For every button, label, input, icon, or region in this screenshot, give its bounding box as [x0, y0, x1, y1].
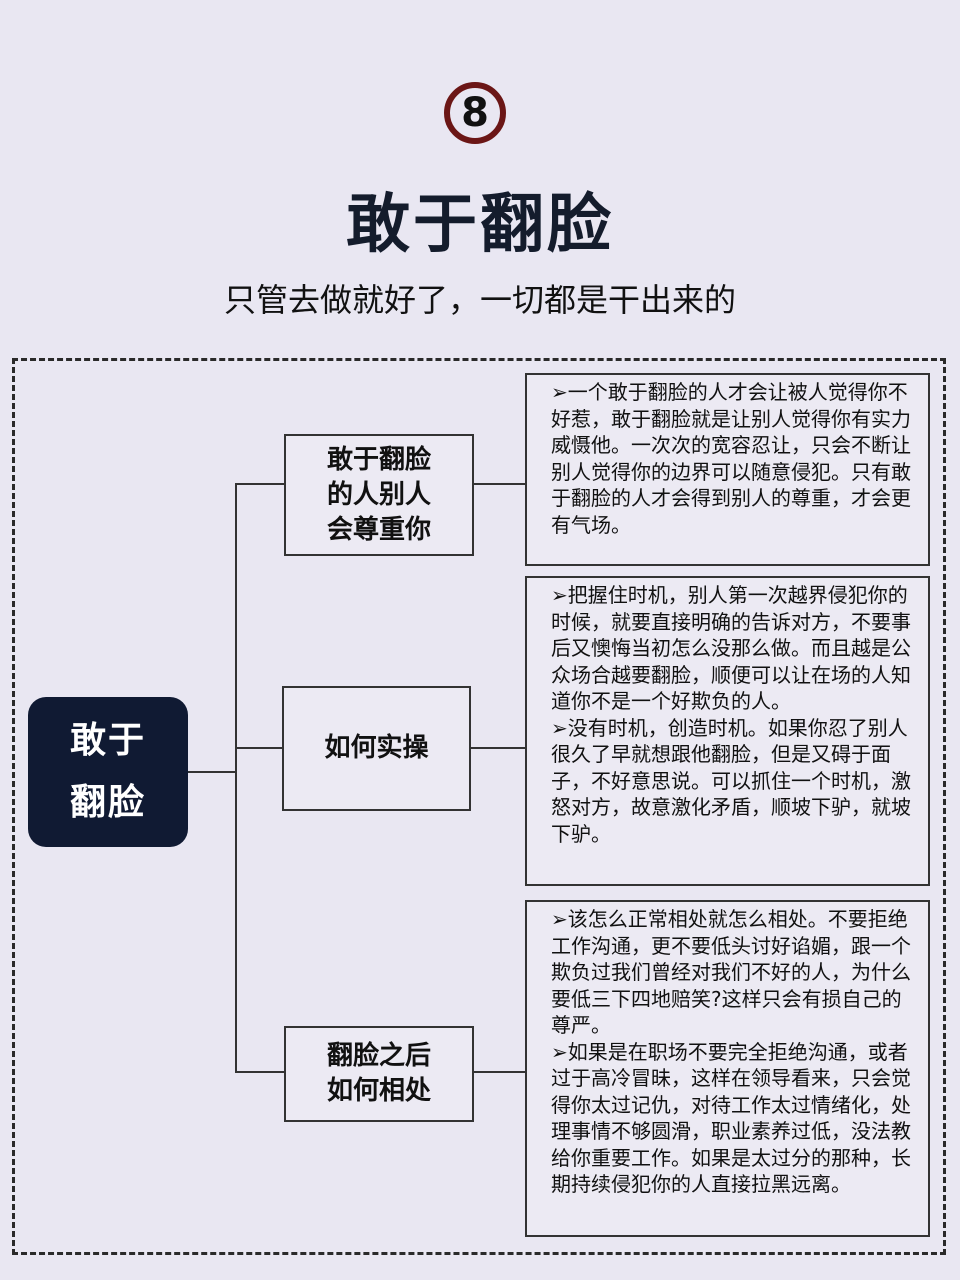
- branch-label-line: 如何实操: [324, 733, 429, 763]
- detail-paragraph: ➢一个敢于翻脸的人才会让被人觉得你不好惹，敢于翻脸就是让别人觉得你有实力威慑他。…: [551, 380, 911, 537]
- connector-detail-1: [473, 483, 526, 485]
- branch-label-line: 敢于翻脸: [326, 444, 431, 475]
- root-label-line-2: 翻脸: [69, 782, 146, 823]
- detail-paragraph: ➢把握住时机，别人第一次越界侵犯你的时候，就要直接明确的告诉对方，不要事后又懊悔…: [551, 583, 911, 713]
- detail-box-respect: ➢一个敢于翻脸的人才会让被人觉得你不好惹，敢于翻脸就是让别人觉得你有实力威慑他。…: [525, 373, 930, 566]
- detail-paragraph: ➢该怎么正常相处就怎么相处。不要拒绝工作沟通，更不要低头讨好谄媚，跟一个欺负过我…: [551, 907, 911, 1037]
- connector-branch-3: [235, 1071, 285, 1073]
- page-title: 敢于翻脸: [346, 188, 614, 262]
- detail-paragraph: ➢没有时机，创造时机。如果你忍了别人很久了早就想跟他翻脸，但是又碍于面子，不好意…: [551, 715, 911, 846]
- detail-paragraph: ➢如果是在职场不要完全拒绝沟通，或者过于高冷冒昧，这样在领导看来，只会觉得你太过…: [551, 1039, 911, 1197]
- connector-detail-3: [473, 1071, 526, 1073]
- number-badge: 8: [444, 82, 506, 144]
- mindmap-frame: [12, 358, 946, 1255]
- branch-label-line: 的人别人: [326, 479, 431, 510]
- connector-branch-1: [235, 483, 285, 485]
- branch-node-after: 翻脸之后 如何相处: [284, 1026, 474, 1122]
- branch-label-line: 如何相处: [326, 1076, 431, 1106]
- connector-detail-2: [470, 747, 526, 749]
- root-label-line-1: 敢于: [69, 720, 146, 761]
- branch-node-how-to: 如何实操: [282, 686, 471, 811]
- root-node: 敢于 翻脸: [28, 697, 188, 847]
- connector-root-h: [188, 771, 236, 773]
- detail-box-how-to: ➢把握住时机，别人第一次越界侵犯你的时候，就要直接明确的告诉对方，不要事后又懊悔…: [525, 576, 930, 886]
- page-subtitle: 只管去做就好了，一切都是干出来的: [223, 281, 736, 319]
- connector-trunk: [235, 483, 237, 1073]
- detail-box-after: ➢该怎么正常相处就怎么相处。不要拒绝工作沟通，更不要低头讨好谄媚，跟一个欺负过我…: [525, 900, 930, 1237]
- branch-label-line: 会尊重你: [326, 514, 431, 545]
- branch-label-line: 翻脸之后: [326, 1041, 431, 1071]
- branch-node-respect: 敢于翻脸 的人别人 会尊重你: [284, 434, 474, 556]
- badge-number: 8: [461, 90, 489, 136]
- connector-branch-2: [235, 747, 283, 749]
